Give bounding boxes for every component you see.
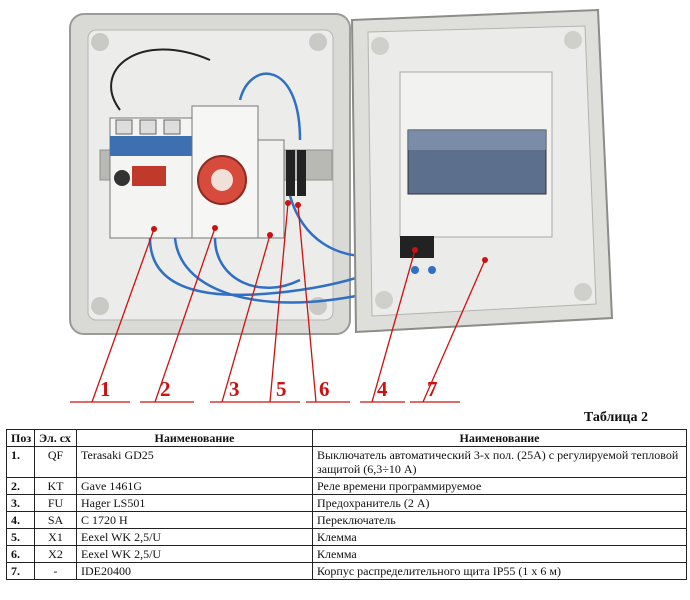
cell-model: С 1720 Н — [76, 511, 313, 529]
cell-symbol: FU — [34, 494, 77, 512]
cell-pos: 2. — [6, 477, 35, 495]
callout-1: 1 — [100, 377, 111, 401]
header-pos: Поз — [6, 429, 35, 447]
cell-pos: 3. — [6, 494, 35, 512]
cell-model: Hager LS501 — [76, 494, 313, 512]
cell-description: Корпус распределительного щита IP55 (1 х… — [312, 562, 687, 580]
callout-6: 6 — [319, 377, 330, 401]
cell-description: Предохранитель (2 А) — [312, 494, 687, 512]
callout-7: 7 — [427, 377, 438, 401]
terminal-x1 — [286, 150, 295, 196]
cell-symbol: SA — [34, 511, 77, 529]
cell-symbol: - — [34, 562, 77, 580]
table-row: 6. X2 Eexel WK 2,5/U Клемма — [6, 545, 687, 563]
cell-symbol: KT — [34, 477, 77, 495]
header-symbol: Эл. сх — [34, 429, 77, 447]
cell-model: Eexel WK 2,5/U — [76, 528, 313, 546]
cell-pos: 4. — [6, 511, 35, 529]
enclosure-lid — [350, 8, 614, 334]
terminal-x2 — [297, 150, 306, 196]
table-header-row: Поз Эл. сх Наименование Наименование — [6, 429, 687, 447]
table-row: 1. QF Terasaki GD25 Выключатель автомати… — [6, 446, 687, 478]
cell-model: Eexel WK 2,5/U — [76, 545, 313, 563]
table-row: 2. KT Gave 1461G Реле времени программир… — [6, 477, 687, 495]
cell-pos: 1. — [6, 446, 35, 478]
callout-2: 2 — [160, 377, 171, 401]
table-row: 4. SA С 1720 Н Переключатель — [6, 511, 687, 529]
table-row: 3. FU Hager LS501 Предохранитель (2 А) — [6, 494, 687, 512]
cell-description: Клемма — [312, 528, 687, 546]
cell-symbol: QF — [34, 446, 77, 478]
cell-description: Переключатель — [312, 511, 687, 529]
fuse-holder-fu — [257, 139, 285, 239]
table-caption: Таблица 2 — [583, 410, 648, 425]
cell-pos: 6. — [6, 545, 35, 563]
cell-pos: 7. — [6, 562, 35, 580]
selector-switch-sa — [400, 236, 436, 274]
table-row: 7. - IDE20400 Корпус распределительного … — [6, 562, 687, 580]
header-model: Наименование — [76, 429, 313, 447]
callout-4: 4 — [377, 377, 388, 401]
header-description: Наименование — [312, 429, 687, 447]
circuit-breaker-qf — [109, 117, 193, 239]
cell-model: Gave 1461G — [76, 477, 313, 495]
cell-symbol: X2 — [34, 545, 77, 563]
time-relay-kt — [191, 105, 259, 239]
cell-pos: 5. — [6, 528, 35, 546]
cell-symbol: X1 — [34, 528, 77, 546]
callout-5: 5 — [276, 377, 287, 401]
enclosure-photo: 1 2 3 5 6 4 7 — [69, 8, 614, 403]
cell-description: Выключатель автоматический 3-х пол. (25А… — [312, 446, 687, 478]
cell-model: IDE20400 — [76, 562, 313, 580]
cell-description: Клемма — [312, 545, 687, 563]
callout-3: 3 — [229, 377, 240, 401]
cell-model: Terasaki GD25 — [76, 446, 313, 478]
components-table: Поз Эл. сх Наименование Наименование 1. … — [6, 429, 687, 580]
cell-description: Реле времени программируемое — [312, 477, 687, 495]
table-row: 5. X1 Eexel WK 2,5/U Клемма — [6, 528, 687, 546]
